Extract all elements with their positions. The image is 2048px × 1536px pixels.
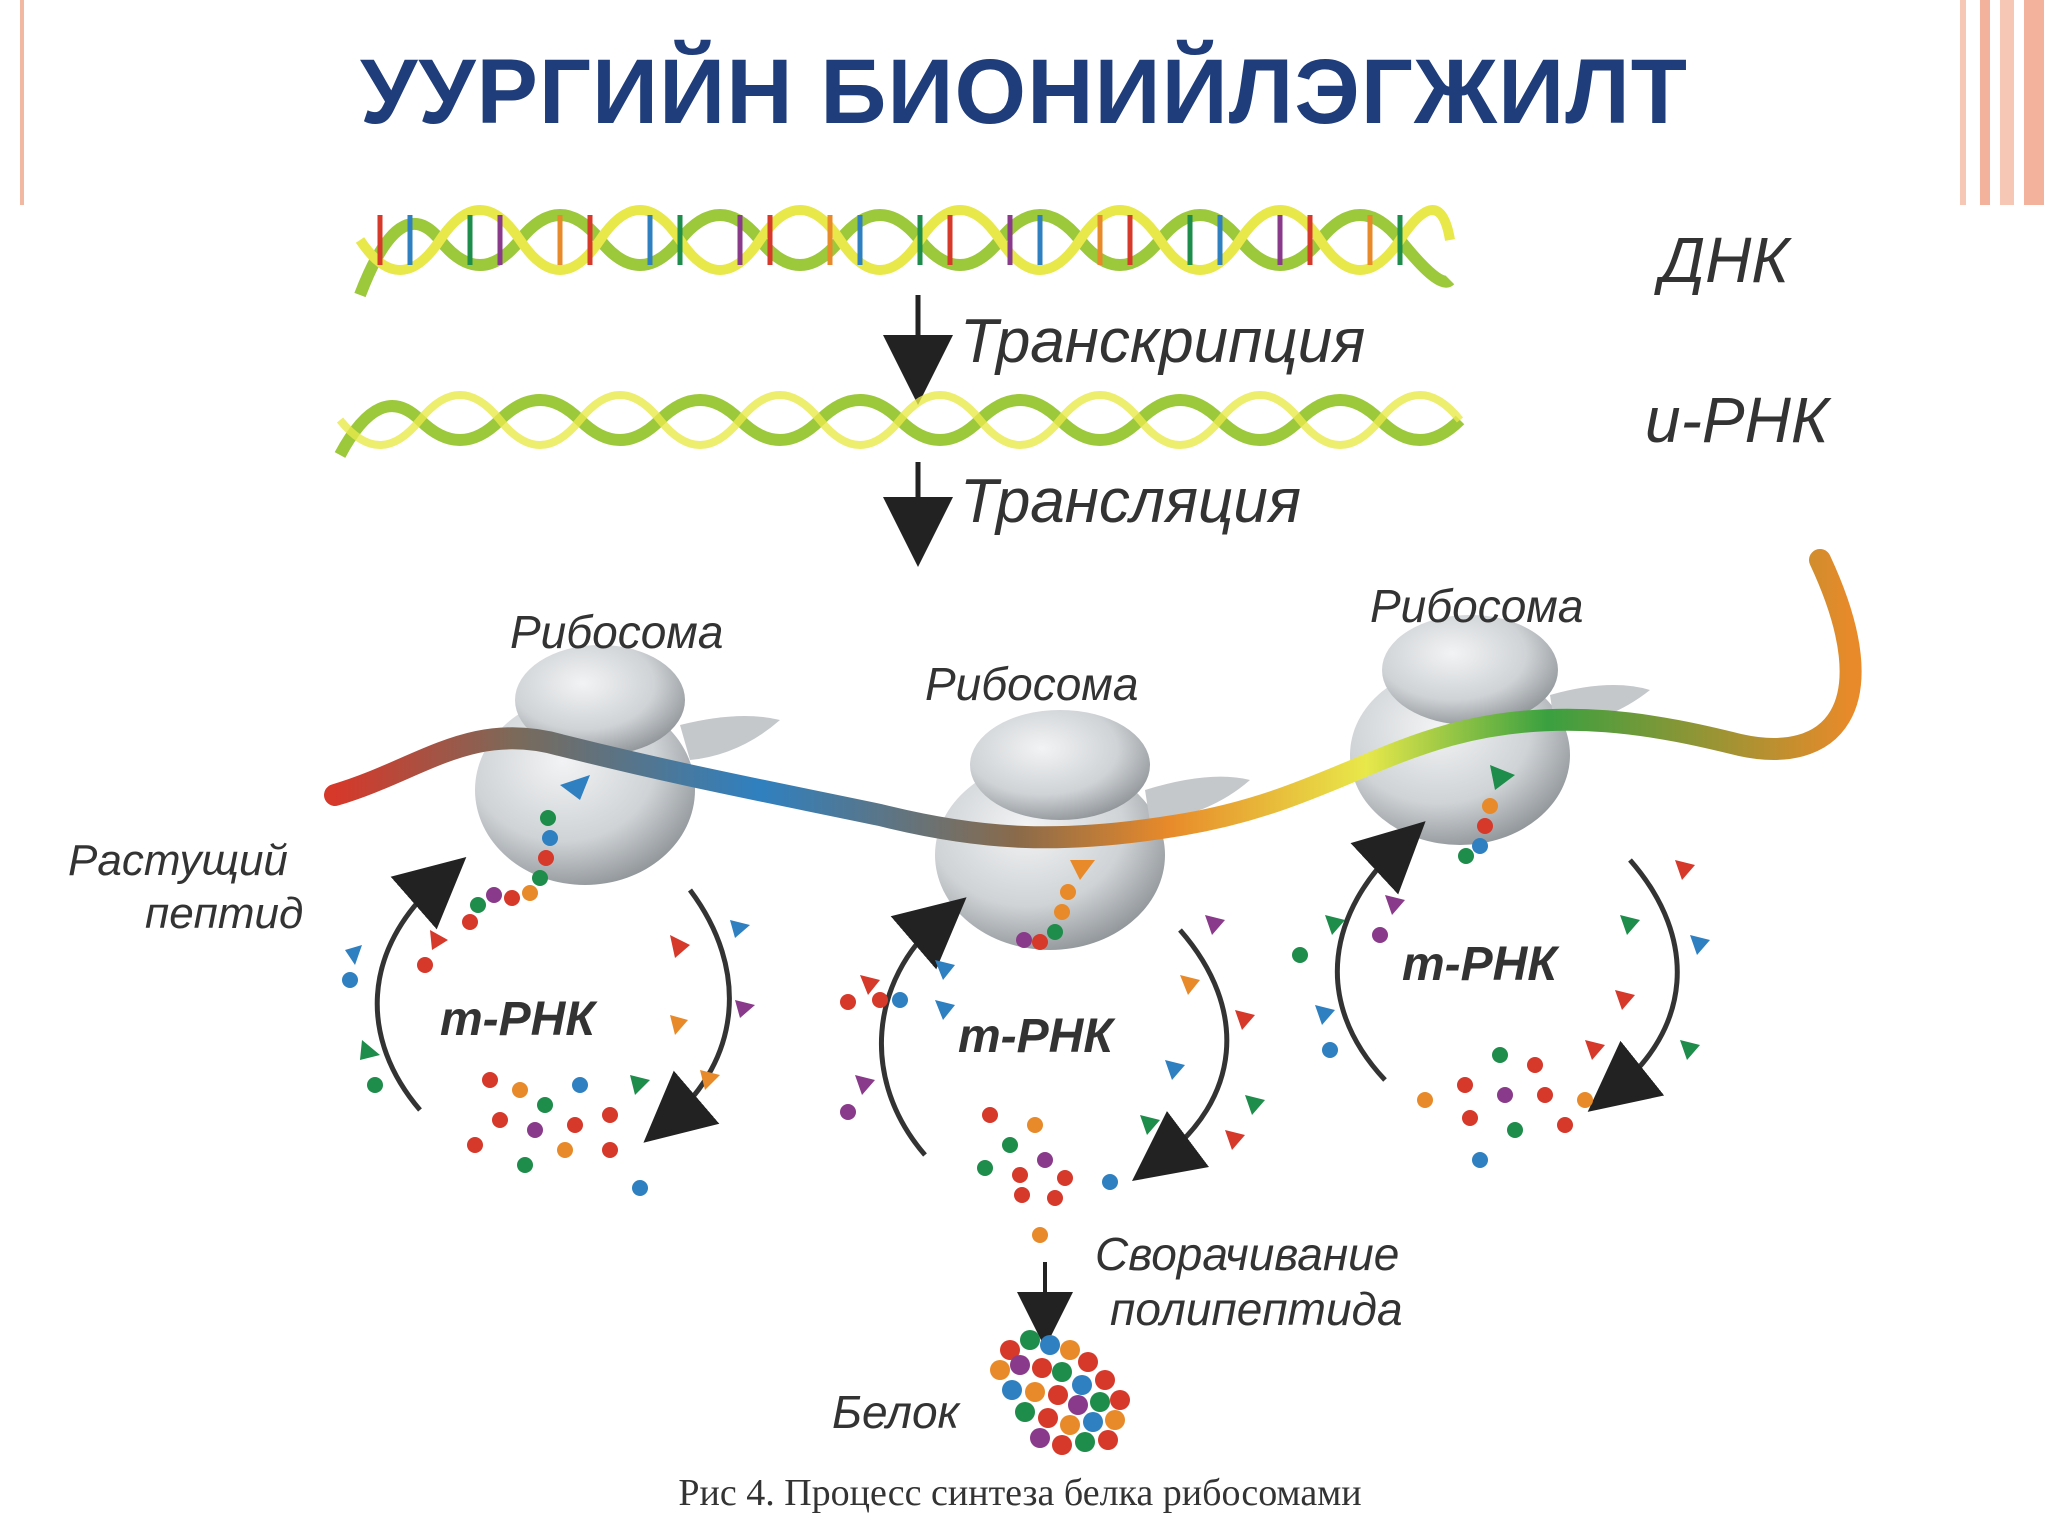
label-ribosome-3: Рибосома (1370, 580, 1583, 632)
dna-base-pairs (377, 215, 1403, 265)
label-trna-3: т-РНК (1402, 938, 1560, 991)
growing-peptide-3 (1458, 765, 1515, 864)
left-decor-line (20, 0, 24, 205)
growing-peptide-1 (462, 775, 590, 930)
label-growing-peptide-2: пептид (145, 889, 303, 938)
amino-acids-cluster-1 (342, 920, 755, 1196)
irna-strand (334, 391, 1465, 458)
trna-cycle-arrows-3 (1334, 821, 1680, 1112)
right-decor-stripe-1 (1960, 0, 1966, 205)
mrna-ribbon (324, 549, 1862, 849)
trna-cycle-arrows-2 (878, 897, 1230, 1182)
figure-caption: Рис 4. Процесс синтеза белка рибосомами (678, 1472, 1361, 1514)
label-ribosome-2: Рибосома (925, 658, 1138, 710)
right-decor-stripe-2 (1980, 0, 1990, 205)
right-decor-stripe-4 (2024, 0, 2044, 205)
page-title: УУРГИЙН БИОНИЙЛЭГЖИЛТ (360, 41, 1688, 143)
label-trna-2: т-РНК (958, 1010, 1116, 1063)
label-folding-2: полипептида (1110, 1283, 1403, 1335)
amino-acids-cluster-3 (1292, 860, 1710, 1168)
label-folding-1: Сворачивание (1095, 1228, 1399, 1280)
protein-blob (990, 1330, 1130, 1455)
label-translation: Трансляция (960, 467, 1301, 536)
label-ribosome-1: Рибосома (510, 606, 723, 658)
amino-acids-cluster-2 (840, 915, 1265, 1243)
label-trna-1: т-РНК (440, 993, 598, 1046)
label-irna: и-РНК (1645, 384, 1832, 456)
ribosome-3 (1350, 615, 1650, 845)
label-transcription: Транскрипция (960, 307, 1365, 376)
right-decor-stripe-3 (2000, 0, 2014, 205)
ribosome-2 (935, 710, 1250, 950)
dna-helix (354, 205, 1455, 298)
growing-peptide-2 (1016, 860, 1095, 950)
label-dna: ДНК (1654, 224, 1792, 296)
label-growing-peptide-1: Растущий (68, 836, 288, 885)
trna-cycle-arrows-1 (374, 856, 732, 1143)
label-protein: Белок (832, 1386, 962, 1438)
